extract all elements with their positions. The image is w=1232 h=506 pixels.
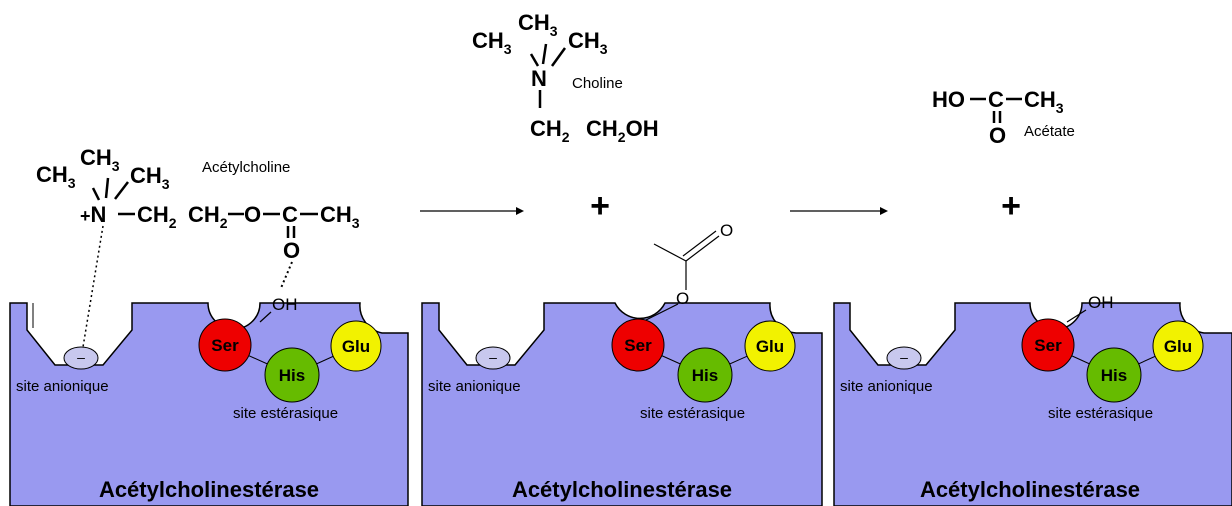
acetate-name: Acétate (1024, 123, 1075, 140)
serine-oh-label: OH (272, 295, 298, 314)
enzyme-panel-1: – site anionique OH Ser His Glu site est… (9, 295, 409, 506)
acetate-carbon: C (988, 87, 1004, 112)
choline-name: Choline (572, 75, 623, 92)
enzyme-panel-2: – site anionique O O Ser His Glu site es… (421, 221, 823, 506)
ser-residue (611, 318, 665, 372)
ch2: CH2 (530, 116, 570, 145)
reaction-arrow-1 (420, 207, 524, 215)
ser-label: Ser (1034, 336, 1062, 355)
ch3-acetyl: CH3 (320, 202, 360, 231)
anionic-site-charge (63, 346, 99, 370)
ch3-top: CH3 (80, 145, 120, 174)
serine-o-label: O (676, 289, 689, 308)
glu-residue (744, 320, 796, 372)
glu-residue (330, 320, 382, 372)
glu-label: Glu (756, 337, 784, 356)
acetylcholine-molecule: Acétylcholine CH3 CH3 CH3 +N CH2 CH2 O C… (36, 145, 360, 348)
enzyme-label: Acétylcholinestérase (512, 477, 732, 502)
anionic-site-label: site anionique (16, 378, 109, 395)
acetate-ch3: CH3 (1024, 87, 1064, 116)
glu-label: Glu (342, 337, 370, 356)
ch2-b: CH2 (188, 202, 228, 231)
ser-label: Ser (211, 336, 239, 355)
ser-residue (198, 318, 252, 372)
plus-sign-1: + (590, 187, 610, 225)
enzyme-label: Acétylcholinestérase (99, 477, 319, 502)
carbonyl-carbon: C (282, 202, 298, 227)
ch3-top: CH3 (518, 10, 558, 39)
anionic-site-label: site anionique (428, 378, 521, 395)
anionic-site-charge (886, 346, 922, 370)
his-residue (1086, 347, 1142, 403)
acetate-oxygen: O (989, 123, 1006, 148)
ch2oh: CH2OH (586, 116, 659, 145)
acetyl-carbonyl-o: O (720, 221, 733, 240)
anion-symbol: – (489, 349, 497, 365)
choline-molecule: CH3 CH3 CH3 N Choline CH2 CH2OH (472, 10, 659, 145)
acetate-molecule: HO C CH3 O Acétate (932, 87, 1075, 148)
ch3-right: CH3 (568, 28, 608, 57)
ser-label: Ser (624, 336, 652, 355)
anionic-site-label: site anionique (840, 378, 933, 395)
esteratic-site-label: site estérasique (1048, 405, 1153, 422)
ch3-left: CH3 (36, 162, 76, 191)
ester-oxygen: O (244, 202, 261, 227)
plus-sign-2: + (1001, 187, 1021, 225)
quaternary-nitrogen: +N (80, 202, 106, 227)
anionic-site-charge (475, 346, 511, 370)
ser-residue (1021, 318, 1075, 372)
glu-residue (1152, 320, 1204, 372)
nitrogen: N (531, 66, 547, 91)
esteratic-site-label: site estérasique (640, 405, 745, 422)
anion-symbol: – (900, 349, 908, 365)
ch3-left: CH3 (472, 28, 512, 57)
his-label: His (1101, 366, 1127, 385)
ch2-a: CH2 (137, 202, 177, 231)
his-residue (264, 347, 320, 403)
acetylcholine-name: Acétylcholine (202, 159, 290, 176)
his-residue (677, 347, 733, 403)
anion-symbol: – (77, 349, 85, 365)
ch3-right: CH3 (130, 163, 170, 192)
his-label: His (692, 366, 718, 385)
enzyme-panel-3: – site anionique OH Ser His Glu site est… (833, 293, 1232, 506)
ho-group: HO (932, 87, 965, 112)
carbonyl-oxygen: O (283, 238, 300, 263)
serine-oh-label: OH (1088, 293, 1114, 312)
glu-label: Glu (1164, 337, 1192, 356)
reaction-arrow-2 (790, 207, 888, 215)
enzyme-label: Acétylcholinestérase (920, 477, 1140, 502)
his-label: His (279, 366, 305, 385)
esteratic-site-label: site estérasique (233, 405, 338, 422)
